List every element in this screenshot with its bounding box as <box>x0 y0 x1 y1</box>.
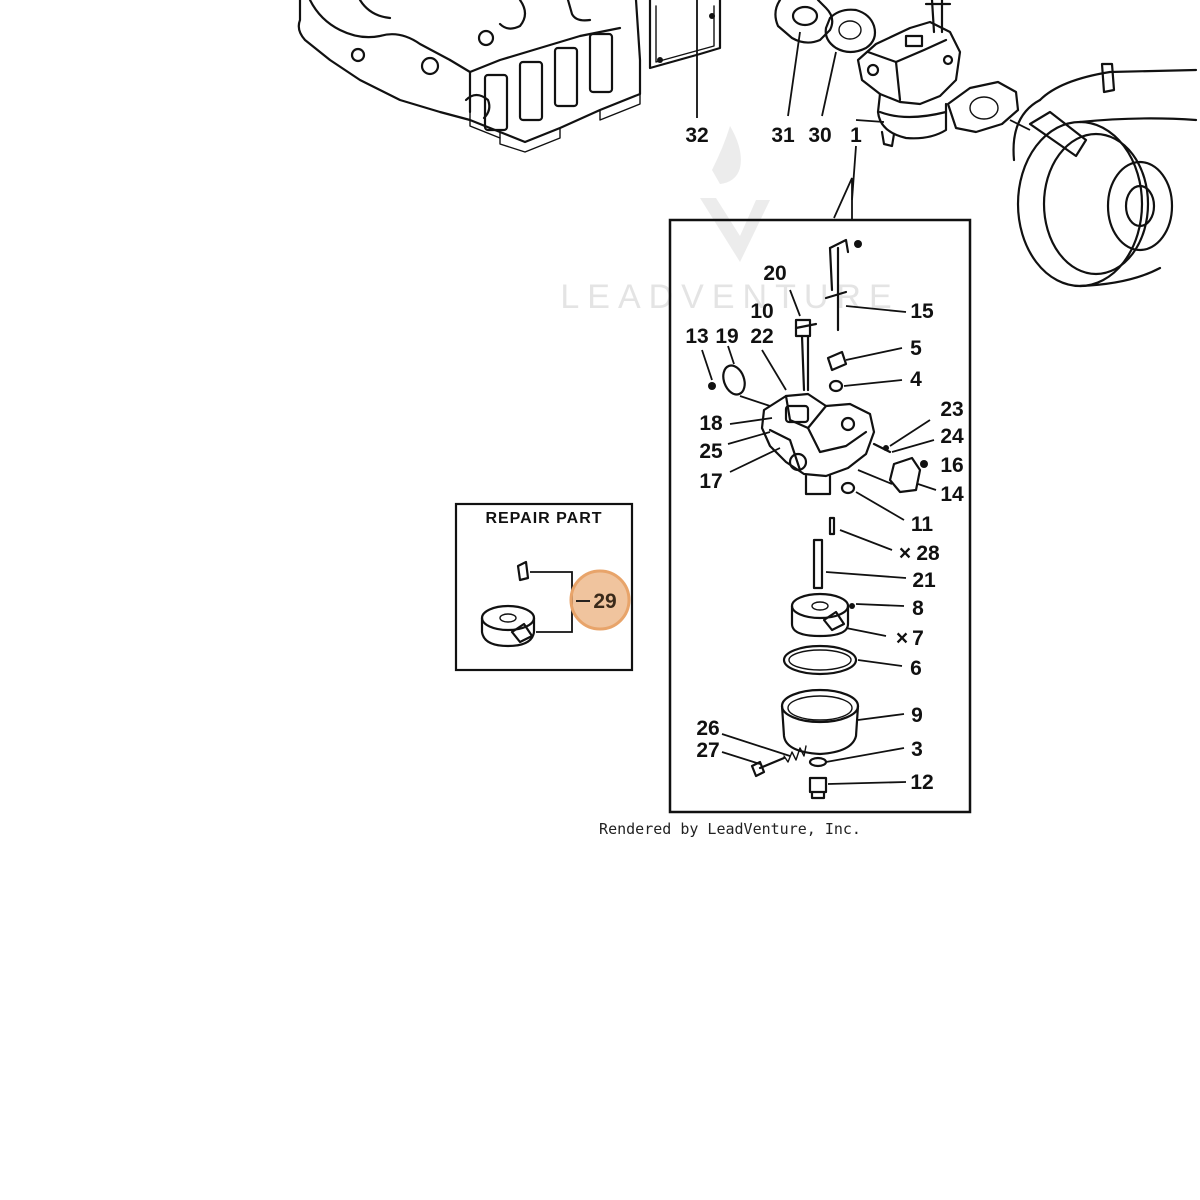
bowl-bolt-illustration <box>808 776 828 800</box>
callout-10: 10 <box>750 300 773 323</box>
callout-13: 13 <box>685 325 708 348</box>
carburetor-body-illustration <box>760 392 876 496</box>
callout-26: 26 <box>696 717 719 740</box>
callout-22: 22 <box>750 325 773 348</box>
watermark: LEADVENTURE <box>560 126 899 316</box>
callout-12: 12 <box>910 771 933 794</box>
callout-1: 1 <box>850 124 862 147</box>
callout-5: 5 <box>910 337 922 360</box>
plate-screw-illustration <box>920 460 928 468</box>
callout-18: 18 <box>699 412 723 435</box>
plate-illustration <box>888 456 922 494</box>
float-needle-illustration <box>828 516 836 536</box>
callout-17: 17 <box>699 470 722 493</box>
repair-float-illustration <box>480 604 536 648</box>
callout-28: 28 <box>916 542 940 565</box>
choke-plate-screw-illustration <box>708 382 716 390</box>
callout-6: 6 <box>910 657 922 680</box>
carburetor-assembly-illustration <box>856 0 962 148</box>
callout-28-marker: × <box>899 542 911 565</box>
air-cleaner-gasket-illustration <box>946 80 1020 134</box>
callout-31: 31 <box>771 124 795 147</box>
credit-text: Rendered by LeadVenture, Inc. <box>599 820 861 838</box>
bowl-gasket-illustration <box>782 644 858 676</box>
callout-32: 32 <box>685 124 708 147</box>
callout-14: 14 <box>940 483 964 506</box>
callout-30: 30 <box>808 124 831 147</box>
choke-plate-illustration <box>722 364 746 396</box>
repair-part-title: REPAIR PART <box>485 510 602 527</box>
throttle-seal-illustration <box>828 379 844 393</box>
callout-23: 23 <box>940 398 963 421</box>
gasket-illustration <box>824 8 877 54</box>
float-pin-illustration <box>812 538 824 590</box>
throttle-washer-illustration <box>826 350 848 372</box>
bowl-washer-illustration <box>808 756 828 768</box>
callout-8: 8 <box>912 597 924 620</box>
callout-20: 20 <box>763 262 786 285</box>
callout-29: 29 <box>593 590 616 613</box>
callout-16: 16 <box>940 454 963 477</box>
callout-11: 11 <box>911 513 934 536</box>
callout-19: 19 <box>715 325 738 348</box>
callout-9: 9 <box>911 704 923 727</box>
callout-7-marker: × <box>896 627 908 650</box>
throttle-shaft-illustration <box>824 238 862 332</box>
callout-3: 3 <box>911 738 923 761</box>
intake-elbow-illustration <box>774 0 834 44</box>
engine-block-illustration <box>297 0 642 153</box>
callout-15: 15 <box>910 300 934 323</box>
cover-plate-illustration <box>648 0 722 70</box>
callout-7: 7 <box>912 627 924 650</box>
exploded-view-frame <box>668 218 972 814</box>
float-illustration <box>790 592 850 638</box>
callout-4: 4 <box>910 368 922 391</box>
float-bowl-illustration <box>780 688 860 756</box>
callout-29-highlight[interactable]: 29 <box>569 569 631 631</box>
repair-part-frame <box>454 502 634 672</box>
repair-float-needle-illustration <box>516 560 530 582</box>
callout-25: 25 <box>699 440 723 463</box>
choke-shaft-illustration <box>794 318 818 392</box>
air-cleaner-housing-illustration <box>1012 62 1198 288</box>
callout-24: 24 <box>940 425 964 448</box>
callout-21: 21 <box>912 569 936 592</box>
float-hinge-pin-illustration <box>849 603 855 609</box>
callout-27: 27 <box>696 739 719 762</box>
bowl-gasket-small-illustration <box>840 481 856 495</box>
watermark-text: LEADVENTURE <box>560 278 899 316</box>
